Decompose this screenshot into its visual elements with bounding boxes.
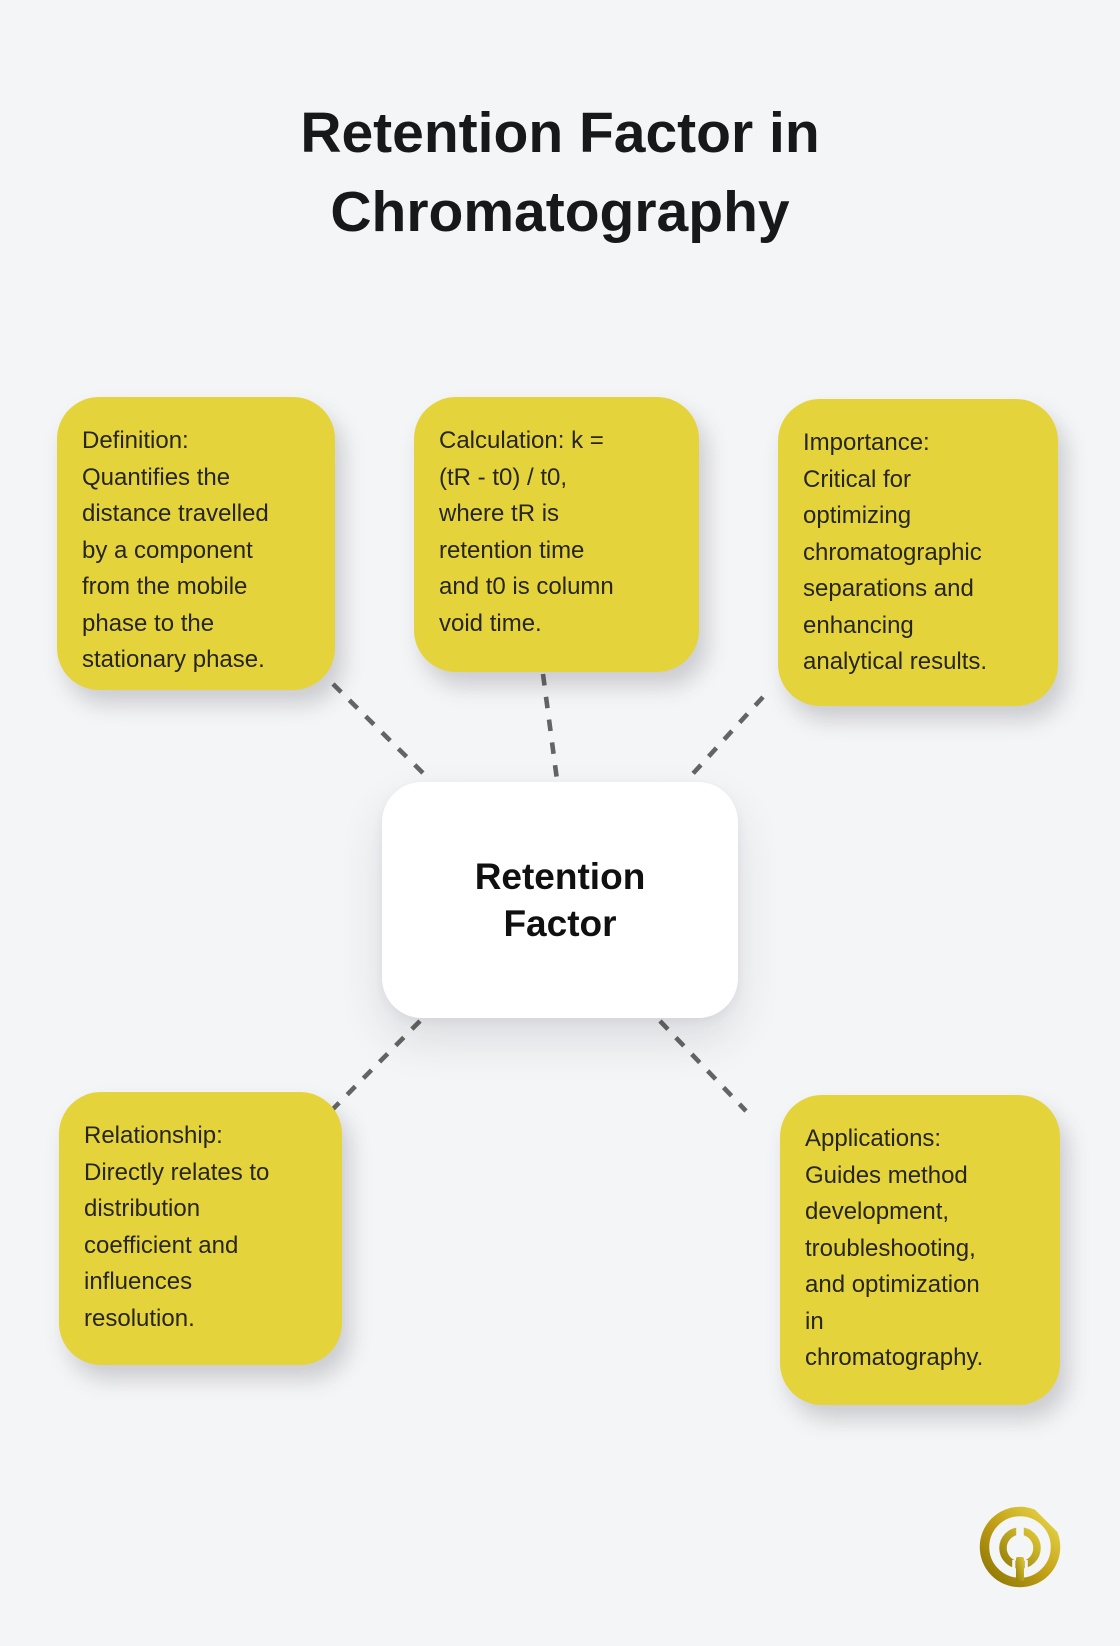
card-relationship-text: Relationship: Directly relates to distri… — [84, 1122, 270, 1332]
center-node-label: Retention Factor — [474, 856, 646, 944]
connector-calculation — [540, 673, 560, 781]
card-applications: Applications: Guides method development,… — [780, 1095, 1060, 1405]
card-relationship: Relationship: Directly relates to distri… — [59, 1092, 342, 1365]
card-applications-text: Applications: Guides method development,… — [805, 1125, 984, 1371]
page-title: Retention Factor in Chromatography — [300, 101, 820, 244]
connector-applications — [658, 1019, 748, 1113]
connector-definition — [331, 682, 431, 781]
connector-relationship — [329, 1019, 422, 1113]
brand-logo-icon — [976, 1502, 1071, 1591]
card-calculation: Calculation: k = (tR - t0) / t0, where t… — [414, 397, 699, 672]
card-definition: Definition: Quantifies the distance trav… — [57, 397, 335, 690]
center-node: Retention Factor — [382, 782, 738, 1018]
card-importance-text: Importance: Critical for optimizing chro… — [803, 429, 988, 675]
connector-importance — [686, 695, 765, 781]
card-importance: Importance: Critical for optimizing chro… — [778, 399, 1058, 706]
card-definition-text: Definition: Quantifies the distance trav… — [82, 427, 269, 673]
gold-q-emblem-graphic — [979, 1502, 1071, 1588]
card-calculation-text: Calculation: k = (tR - t0) / t0, where t… — [439, 427, 614, 637]
